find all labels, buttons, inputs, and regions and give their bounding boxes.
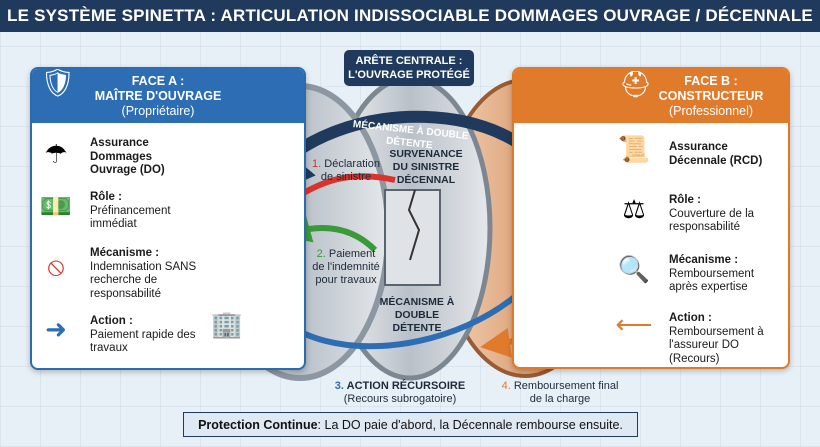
no-gavel-icon: ⦸ bbox=[47, 251, 65, 281]
arrow-left-icon: ⟵ bbox=[615, 309, 653, 339]
building-repair-icon: 🏢 bbox=[210, 309, 244, 339]
face-a-item-mechanism: Mécanisme :Indemnisation SANS recherche … bbox=[90, 247, 197, 300]
contract-icon: 📜 bbox=[617, 134, 651, 164]
umbrella-icon: ☂ bbox=[44, 139, 68, 169]
step-1: 1. Déclaration de sinistre bbox=[312, 158, 380, 183]
page-title: LE SYSTÈME SPINETTA : ARTICULATION INDIS… bbox=[0, 0, 820, 32]
event-label: SURVENANCE DU SINISTRE DÉCENNAL bbox=[389, 148, 463, 186]
arete-centrale-label: ARÊTE CENTRALE : L'OUVRAGE PROTÉGÉ bbox=[344, 50, 474, 86]
face-b-item-mechanism: Mécanisme :Remboursement après expertise bbox=[669, 254, 755, 293]
arrow-right-icon: ➜ bbox=[45, 314, 67, 344]
step-2: 2. Paiement de l'indemnité pour travaux bbox=[312, 248, 380, 286]
face-a-item-action: Action :Paiement rapide des travaux bbox=[90, 315, 196, 354]
face-a-item-role: Rôle :Préfinancement immédiat bbox=[90, 191, 171, 230]
face-a-panel: 🛡FACE A :MAÎTRE D'OUVRAGE(Propriétaire) … bbox=[30, 67, 306, 370]
face-b-item-insurance: Assurance Décennale (RCD) bbox=[669, 141, 763, 167]
money-clock-icon: 💵 bbox=[39, 191, 73, 221]
magnifier-document-icon: 🔍 bbox=[617, 254, 651, 284]
hardhat-icon: ⛑ bbox=[619, 69, 653, 99]
face-a-item-insurance: Assurance Dommages Ouvrage (DO) bbox=[90, 137, 165, 176]
face-b-item-role: Rôle :Couverture de la responsabilité bbox=[669, 194, 755, 233]
face-b-panel: ⛑FACE B :CONSTRUCTEUR(Professionnel) 📜 A… bbox=[512, 67, 790, 369]
step-3: 3. ACTION RÉCURSOIRE(Recours subrogatoir… bbox=[334, 380, 466, 405]
shield-house-icon: 🛡 bbox=[40, 67, 76, 98]
face-b-item-action: Action :Remboursement à l'assureur DO (R… bbox=[669, 312, 764, 365]
scales-icon: ⚖ bbox=[622, 194, 646, 224]
bottom-mechanism-label: MÉCANISME À DOUBLE DÉTENTE bbox=[379, 296, 455, 334]
damaged-building-icon bbox=[384, 189, 441, 286]
protection-banner: Protection Continue : La DO paie d'abord… bbox=[183, 412, 638, 437]
face-a-header: 🛡FACE A :MAÎTRE D'OUVRAGE(Propriétaire) bbox=[32, 69, 304, 123]
step-4: 4. Remboursement final de la charge bbox=[501, 380, 619, 405]
face-b-header: ⛑FACE B :CONSTRUCTEUR(Professionnel) bbox=[514, 69, 788, 123]
